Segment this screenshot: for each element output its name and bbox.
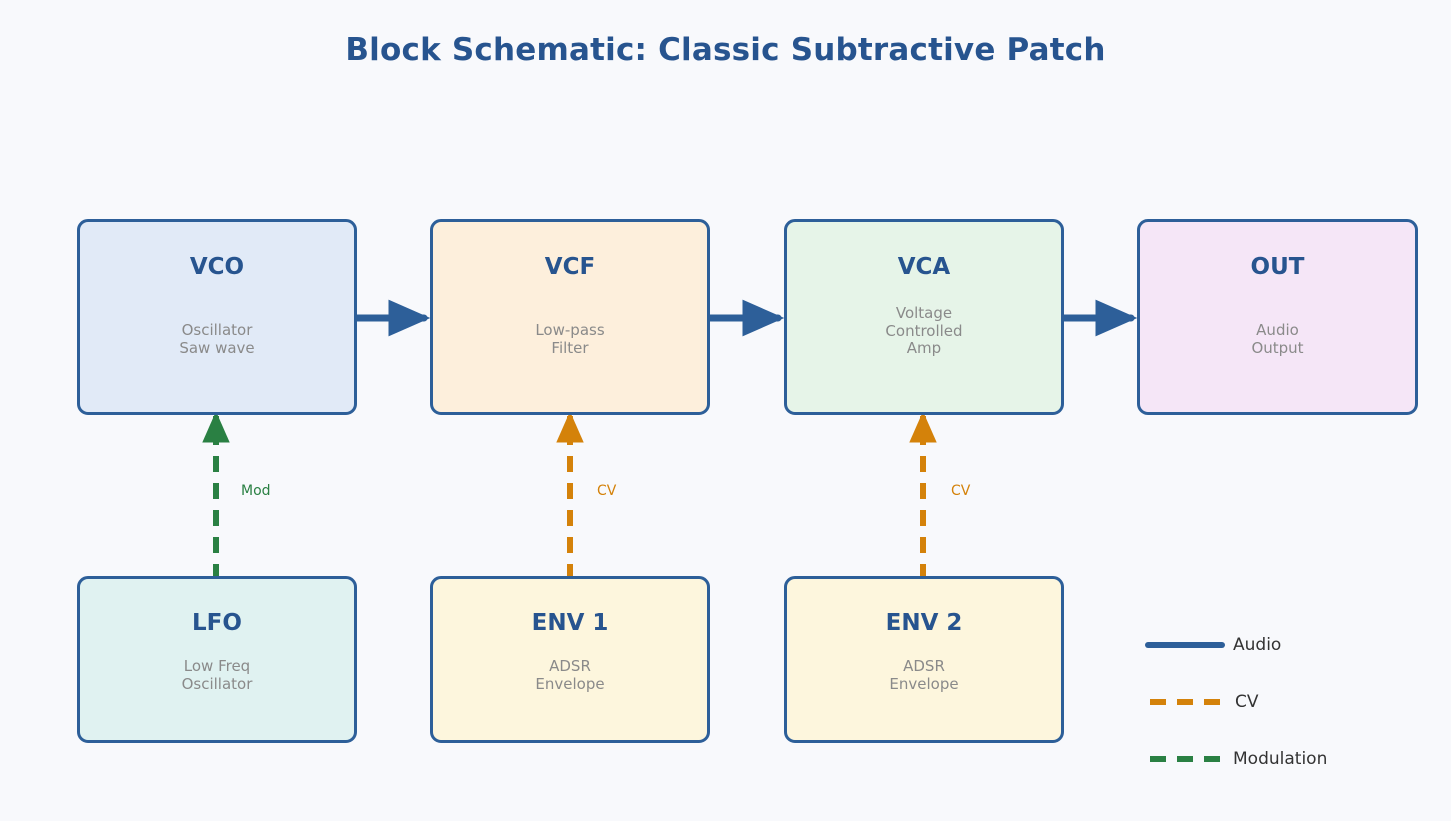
block-env1-title: ENV 1 [531,610,609,636]
block-vcf-title: VCF [544,254,596,280]
block-env1[interactable]: ENV 1 ADSR Envelope [430,576,710,743]
block-out-subtitle: Audio Output [1251,321,1304,357]
block-vca-title: VCA [897,254,951,280]
block-vcf-subtitle: Low-pass Filter [535,321,605,357]
block-env2[interactable]: ENV 2 ADSR Envelope [784,576,1064,743]
block-vco-title: VCO [189,254,245,280]
legend-label-cv: CV [1235,692,1259,712]
legend-label-audio: Audio [1233,635,1282,655]
block-out[interactable]: OUT Audio Output [1137,219,1418,415]
block-lfo-title: LFO [192,610,242,636]
block-vco-subtitle: Oscillator Saw wave [179,321,255,357]
page-title: Block Schematic: Classic Subtractive Pat… [345,32,1106,68]
connection-label-cv-vca: CV [951,483,971,499]
block-env2-title: ENV 2 [885,610,963,636]
block-vco[interactable]: VCO Oscillator Saw wave [77,219,357,415]
block-env2-subtitle: ADSR Envelope [889,657,959,693]
block-lfo[interactable]: LFO Low Freq Oscillator [77,576,357,743]
connection-label-cv-vcf: CV [597,483,617,499]
block-lfo-subtitle: Low Freq Oscillator [181,657,253,693]
block-env1-subtitle: ADSR Envelope [535,657,605,693]
block-vcf[interactable]: VCF Low-pass Filter [430,219,710,415]
block-out-title: OUT [1250,254,1305,280]
block-vca[interactable]: VCA Voltage Controlled Amp [784,219,1064,415]
legend-label-modulation: Modulation [1233,749,1328,769]
block-vca-subtitle: Voltage Controlled Amp [885,304,963,358]
connection-label-mod: Mod [241,483,271,499]
